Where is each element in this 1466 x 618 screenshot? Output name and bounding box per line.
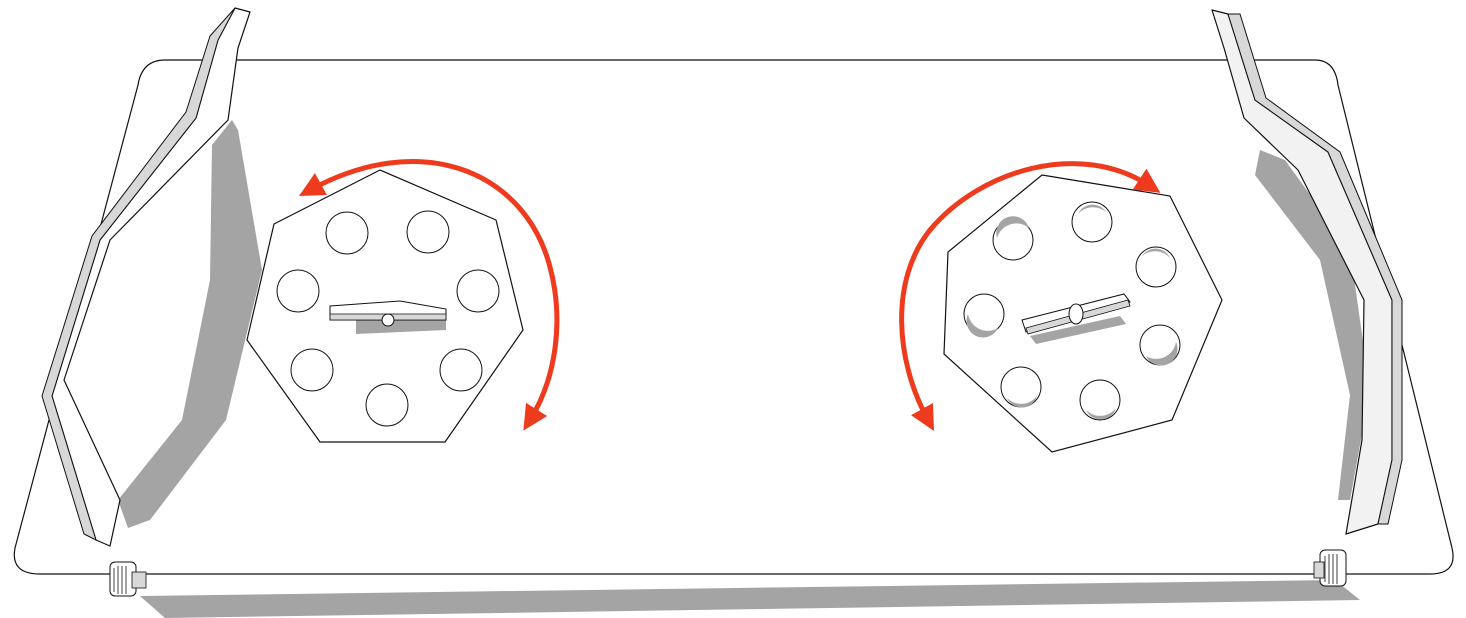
right-thumb-screw [1313,549,1347,587]
right-handle-shadow [1255,150,1370,500]
left-disc-hole [276,269,320,313]
left-disc-hole [325,211,369,255]
left-rotation-arrow [299,159,560,431]
right-disc-hole [1000,366,1042,408]
right-disc-hole [1071,201,1113,243]
right-handle [1211,9,1403,535]
left-thumb-screw [109,561,147,597]
right-handle-edge [1227,13,1403,525]
left-disc-hole [365,383,409,427]
left-handle-shadow [118,120,262,528]
left-handle-edge [41,7,236,541]
left-disc-hole [406,210,450,254]
left-disc-hole [439,348,483,392]
board-ground-shadow [140,580,1360,618]
right-disc-hole [1135,246,1177,288]
right-rotation-arrow [899,161,1161,431]
right-disc-hole [1079,379,1121,421]
left-disc-hole [290,348,334,392]
left-disc-hole [456,269,500,313]
left-handle [41,7,251,547]
